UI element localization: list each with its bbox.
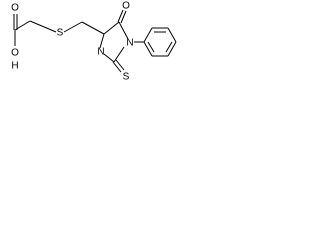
phenyl-inner-3	[147, 41, 155, 53]
carbonyl-oxygen-label: O	[122, 1, 130, 12]
hydroxyl-oxygen-label: O	[11, 48, 19, 59]
bond-ring-n1-c2	[113, 46, 125, 63]
carboxyl-oxygen-double-label: O	[11, 3, 19, 14]
bond-ring-n3-c4	[99, 33, 105, 49]
bond-carboxyl-c-ch2	[14, 20, 31, 31]
phenyl-bond-1	[143, 27, 153, 43]
phenyl-bond-3	[167, 27, 177, 43]
bond-carbonyl-b	[120, 10, 127, 24]
ring-nitrogen-upper-label: N	[126, 38, 133, 49]
bond-ring-c2-n3	[103, 53, 115, 63]
bond-ring-c4-c5	[103, 21, 120, 35]
phenyl-inner-2	[165, 41, 173, 53]
bond-ch2-s	[29, 20, 57, 33]
chemical-structure-diagram: O O H S N N O S	[11, 1, 177, 83]
thione-sulfur-label: S	[123, 72, 130, 83]
phenyl-bond-6	[143, 41, 153, 57]
phenyl-bond-4	[167, 41, 177, 57]
ring-nitrogen-lower-label: N	[97, 47, 104, 58]
bond-thione-a	[112, 61, 122, 73]
bond-ring-c5-n1	[118, 21, 129, 40]
thioether-sulfur-label: S	[57, 28, 64, 39]
bond-carbonyl-a	[117, 9, 124, 23]
phenyl-ring	[143, 27, 177, 57]
bond-thione-b	[115, 59, 125, 71]
bond-ch2-ring-c	[81, 21, 105, 35]
bond-s-ch2	[63, 21, 83, 33]
hydroxyl-hydrogen-label: H	[11, 61, 18, 72]
